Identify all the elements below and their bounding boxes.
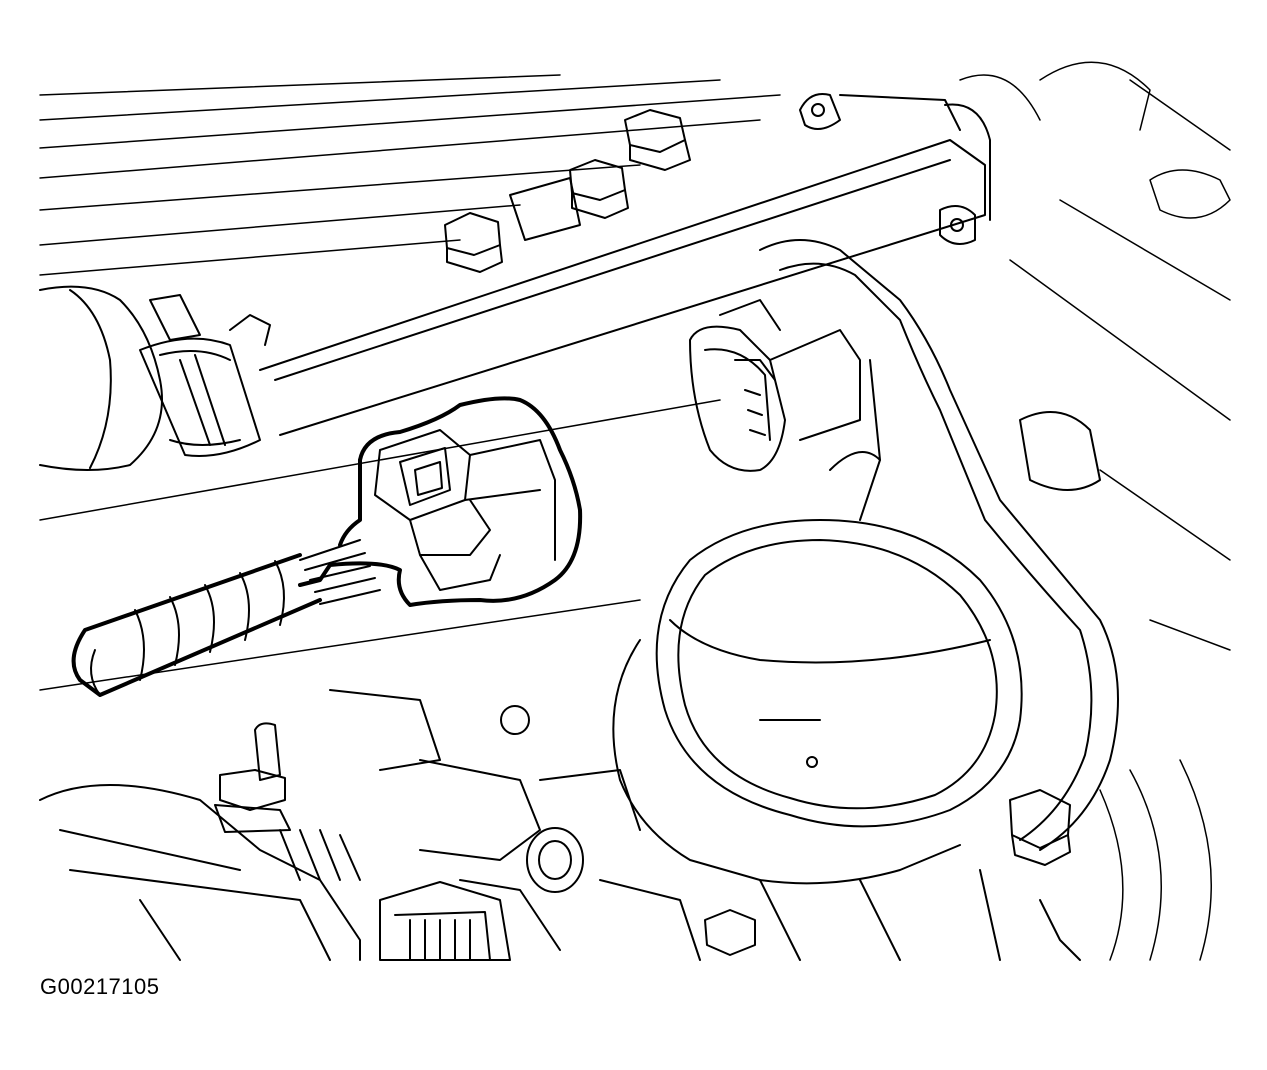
lower-engine-details	[329, 689, 1001, 961]
throttle-body-housing	[612, 239, 1119, 885]
throttle-body-connector	[689, 299, 861, 472]
fuel-rail-bolts	[444, 109, 691, 273]
valve-cover-ribs	[39, 74, 781, 276]
figure-caption: G00217105	[40, 974, 160, 999]
wiring-harness-connector	[298, 396, 583, 607]
coolant-temp-sensor	[39, 722, 361, 961]
throttle-body-bolts	[704, 789, 1071, 956]
coolant-hose	[39, 285, 271, 471]
right-side-details	[939, 205, 1101, 961]
intake-manifold-outline	[39, 61, 1231, 961]
fuel-rail	[259, 93, 991, 436]
lower-connector	[279, 829, 511, 961]
wire-bundle	[71, 539, 381, 697]
